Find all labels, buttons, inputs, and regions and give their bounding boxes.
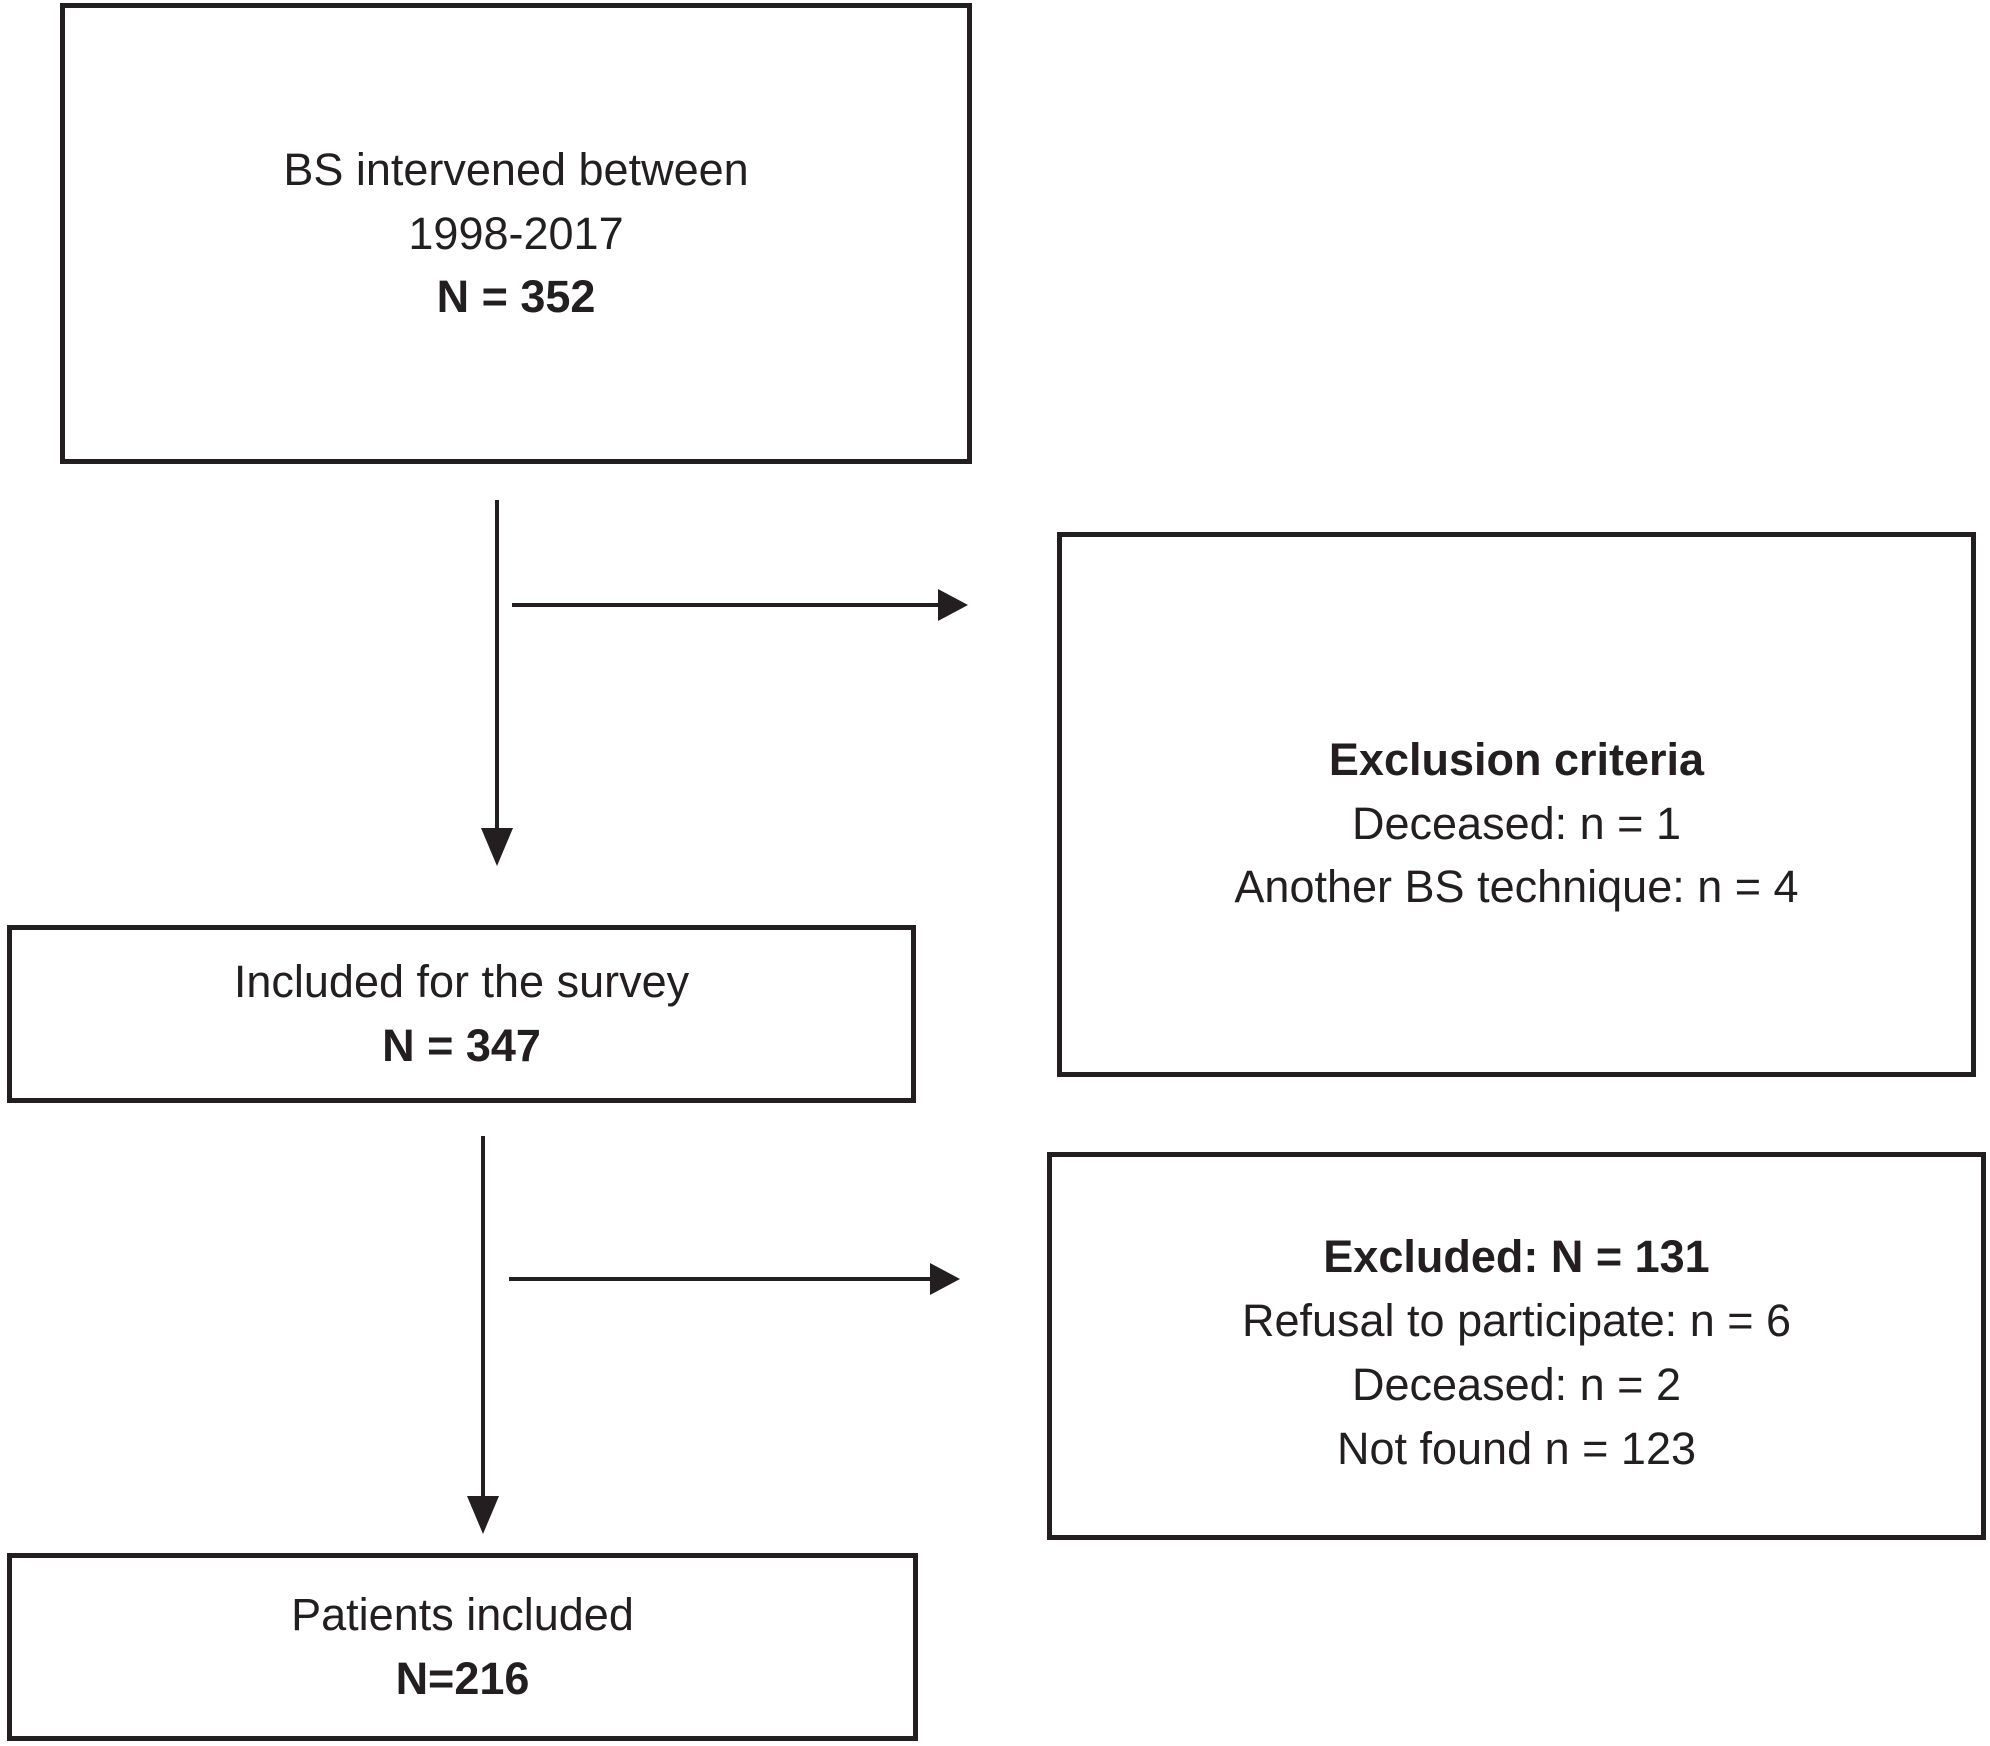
box-included-survey-line1: Included for the survey	[233, 956, 690, 1008]
box-bs-intervened-line1: BS intervened between	[283, 143, 749, 195]
box-patients-included-count: N=216	[395, 1653, 530, 1704]
arrow-right-to-exclusion-criteria	[512, 589, 968, 621]
arrow-down-bottom	[467, 1136, 499, 1534]
box-excluded-line1: Refusal to participate: n = 6	[1241, 1295, 1792, 1347]
box-patients-included: Patients included N=216	[7, 1553, 918, 1741]
box-exclusion-criteria-line2: Another BS technique: n = 4	[1234, 861, 1799, 913]
arrow-down-top	[481, 500, 513, 866]
box-excluded: Excluded: N = 131 Refusal to participate…	[1047, 1152, 1986, 1540]
box-exclusion-criteria-line1: Deceased: n = 1	[1352, 797, 1681, 849]
box-exclusion-criteria-title: Exclusion criteria	[1328, 733, 1705, 785]
box-included-survey: Included for the survey N = 347	[7, 925, 916, 1103]
box-bs-intervened-line2: 1998-2017	[408, 207, 624, 259]
arrow-right-to-excluded	[509, 1263, 960, 1295]
box-excluded-title: Excluded: N = 131	[1323, 1231, 1710, 1283]
box-bs-intervened: BS intervened between 1998-2017 N = 352	[60, 3, 972, 464]
box-included-survey-count: N = 347	[382, 1020, 541, 1071]
box-bs-intervened-count: N = 352	[436, 271, 596, 323]
box-excluded-line3: Not found n = 123	[1336, 1422, 1697, 1474]
box-patients-included-line1: Patients included	[291, 1589, 634, 1641]
box-excluded-line2: Deceased: n = 2	[1352, 1359, 1681, 1410]
box-exclusion-criteria: Exclusion criteria Deceased: n = 1 Anoth…	[1057, 532, 1976, 1077]
